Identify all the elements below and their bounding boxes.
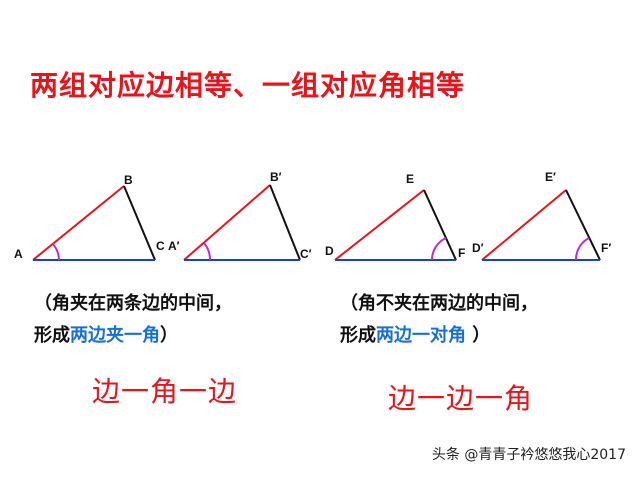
side-bc bbox=[123, 185, 156, 261]
right-note-highlight: 两边一对角 bbox=[376, 325, 466, 346]
label-a-prime: A′ bbox=[168, 239, 180, 253]
right-note-line1: （角不夹在两边的中间， bbox=[340, 293, 538, 314]
left-note-line2: 形成两边夹一角） bbox=[34, 320, 232, 352]
label-f: F bbox=[458, 246, 465, 260]
left-note-suffix: ） bbox=[160, 325, 178, 346]
label-d: D bbox=[325, 244, 334, 258]
watermark: 头条 @青青子衿悠悠我心2017 bbox=[431, 447, 626, 463]
label-a: A bbox=[14, 247, 23, 261]
label-c: C bbox=[156, 239, 165, 253]
right-case-label: 边一边一角 bbox=[388, 382, 534, 415]
label-b-prime: B′ bbox=[270, 170, 282, 184]
side-e-prime-f-prime bbox=[565, 189, 601, 261]
angle-a-prime-arc bbox=[203, 242, 212, 261]
left-note-prefix: 形成 bbox=[34, 325, 70, 346]
left-note: （角夹在两条边的中间， 形成两边夹一角） bbox=[34, 288, 232, 352]
triangle-def: D E F bbox=[325, 172, 465, 261]
label-e-prime: E′ bbox=[545, 170, 556, 184]
side-ef bbox=[423, 189, 457, 261]
label-d-prime: D′ bbox=[472, 241, 484, 255]
right-note-prefix: 形成 bbox=[340, 325, 376, 346]
page-title: 两组对应边相等、一组对应角相等 bbox=[30, 69, 466, 102]
triangle-a-prime-b-prime-c-prime: A′ B′ C′ bbox=[168, 170, 312, 261]
left-case-label: 边一角一边 bbox=[92, 375, 238, 408]
triangle-d-prime-e-prime-f-prime: D′ E′ F′ bbox=[472, 170, 611, 261]
label-b: B bbox=[124, 173, 133, 187]
right-note-suffix: ） bbox=[466, 325, 491, 346]
right-note-line2: 形成两边一对角 ） bbox=[340, 320, 538, 352]
side-de bbox=[334, 189, 425, 261]
side-a-prime-b-prime bbox=[183, 184, 271, 261]
angle-f-arc bbox=[430, 237, 447, 261]
label-c-prime: C′ bbox=[300, 247, 312, 261]
left-note-highlight: 两边夹一角 bbox=[70, 325, 160, 346]
label-f-prime: F′ bbox=[601, 241, 611, 255]
side-ab bbox=[32, 185, 125, 261]
angle-a-arc bbox=[52, 243, 60, 261]
label-e: E bbox=[406, 172, 414, 186]
angle-f-prime-arc bbox=[574, 237, 590, 261]
right-note: （角不夹在两边的中间， 形成两边一对角 ） bbox=[340, 288, 538, 352]
triangle-abc: A B C bbox=[14, 173, 165, 261]
left-note-line1: （角夹在两条边的中间， bbox=[34, 293, 232, 314]
side-b-prime-c-prime bbox=[269, 184, 301, 261]
side-d-prime-e-prime bbox=[481, 189, 567, 261]
